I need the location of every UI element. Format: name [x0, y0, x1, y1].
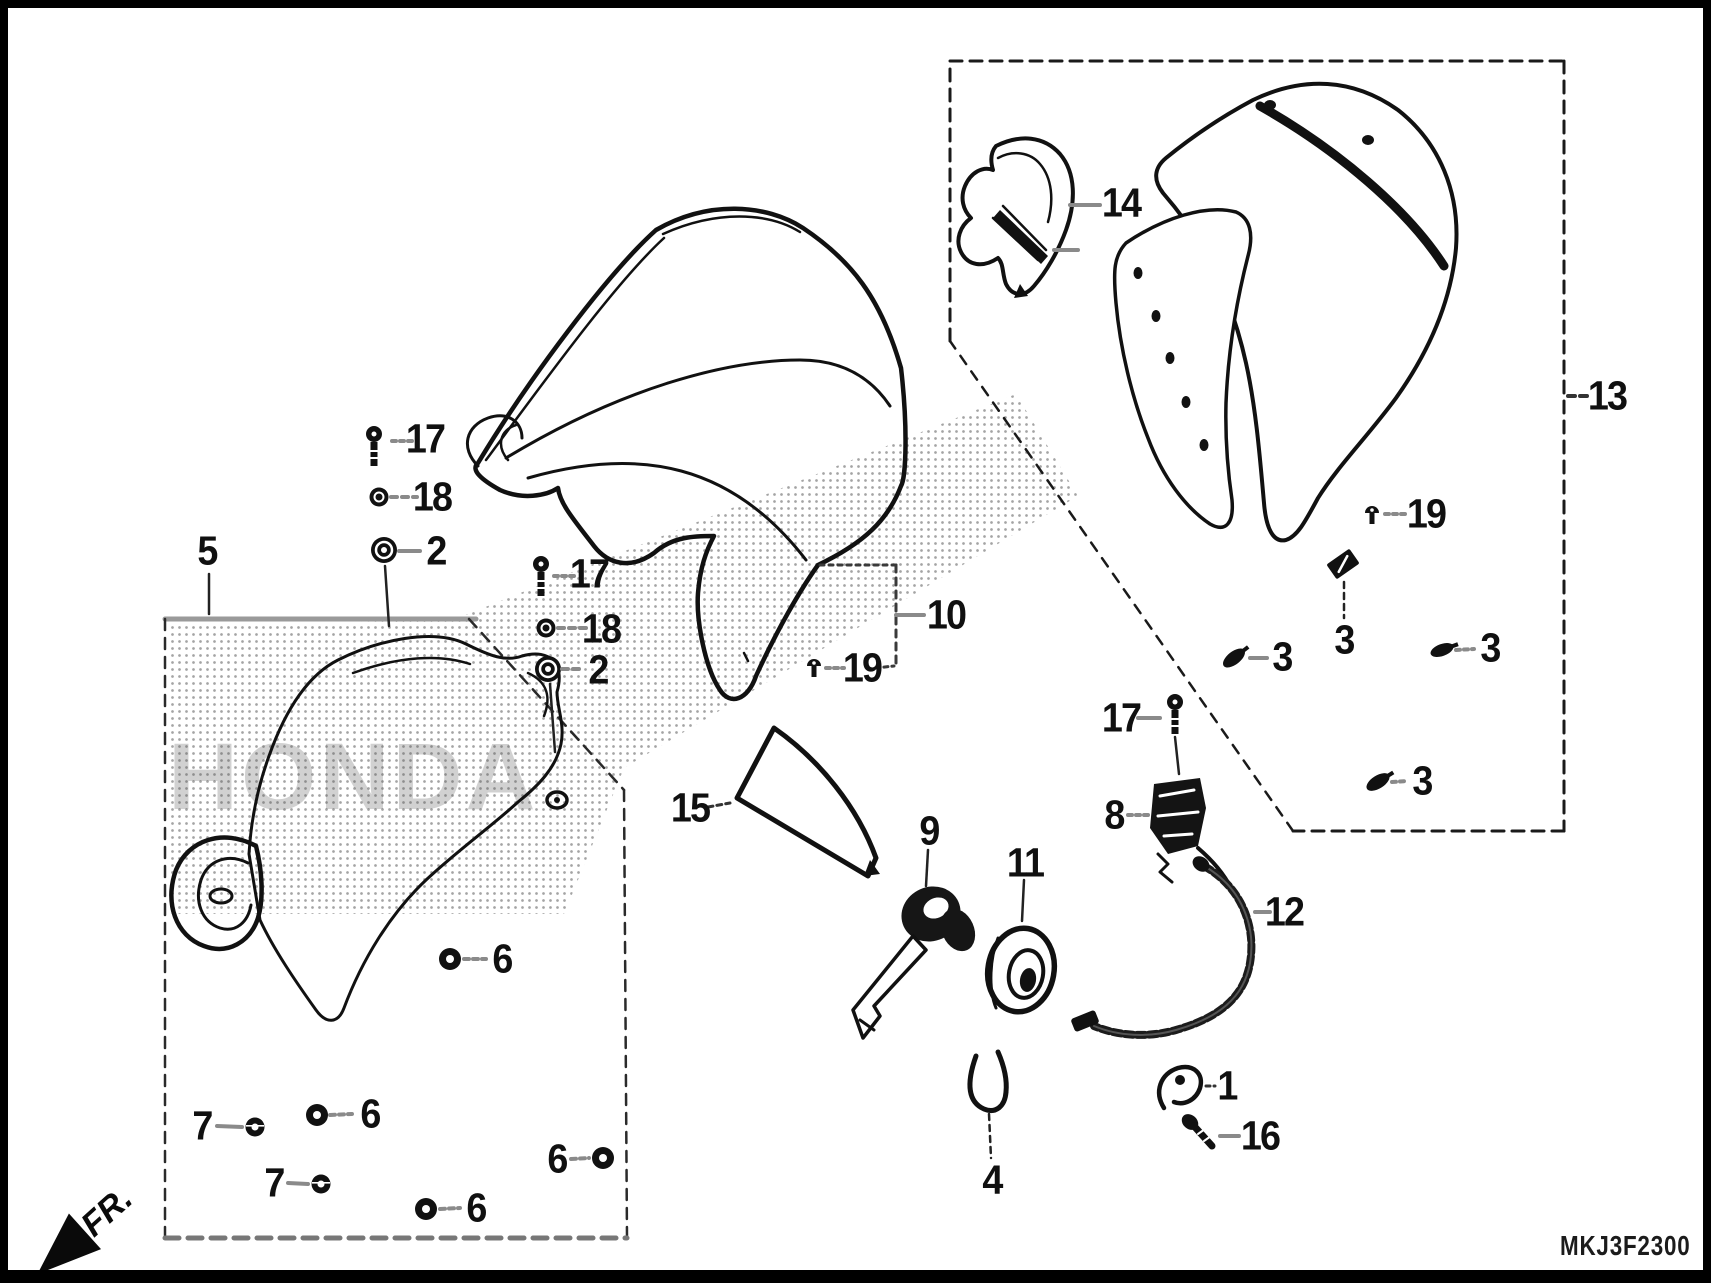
callout-13[interactable]: 13	[1587, 372, 1628, 419]
callout-7[interactable]: 7	[264, 1159, 285, 1206]
callout-3[interactable]: 3	[1412, 757, 1433, 804]
bracket-14-art	[956, 136, 1075, 298]
nut-icon	[369, 487, 556, 638]
leader-lines	[215, 203, 1592, 1211]
callout-5[interactable]: 5	[197, 527, 218, 574]
callout-12[interactable]: 12	[1264, 888, 1305, 935]
diagram-line-art	[162, 59, 1592, 1241]
callout-17[interactable]: 17	[569, 550, 610, 597]
callout-1[interactable]: 1	[1217, 1062, 1238, 1109]
callout-4[interactable]: 4	[982, 1156, 1003, 1203]
left-group-box	[162, 616, 630, 1241]
callout-3[interactable]: 3	[1334, 616, 1355, 663]
callout-18[interactable]: 18	[412, 473, 453, 520]
callout-19[interactable]: 19	[1406, 490, 1447, 537]
callout-7[interactable]: 7	[192, 1102, 213, 1149]
callout-15[interactable]: 15	[670, 784, 711, 831]
callout-17[interactable]: 17	[1101, 694, 1142, 741]
callout-9[interactable]: 9	[919, 807, 940, 854]
screw-16-art	[1181, 1114, 1216, 1150]
callout-8[interactable]: 8	[1104, 791, 1125, 838]
callout-3[interactable]: 3	[1272, 633, 1293, 680]
cable-12-art	[1071, 856, 1256, 1039]
clip-4-art	[967, 1049, 1009, 1113]
rear-cowl-13-art	[1112, 81, 1459, 543]
catch-1-art	[1157, 1064, 1204, 1111]
diagram-code: MKJ3F2300	[1560, 1230, 1691, 1261]
callout-3[interactable]: 3	[1480, 624, 1501, 671]
honda-watermark: HONDA	[168, 724, 539, 830]
callout-17[interactable]: 17	[405, 415, 446, 462]
key-9-art	[851, 886, 976, 1040]
washer-icon	[245, 1117, 331, 1194]
seat-pad-art	[169, 635, 569, 1022]
callout-2[interactable]: 2	[426, 527, 447, 574]
wedge-15-art	[734, 725, 880, 879]
callout-18[interactable]: 18	[581, 605, 622, 652]
grommet-icon	[306, 948, 614, 1220]
clip-nut-icon	[1327, 549, 1359, 579]
callout-14[interactable]: 14	[1101, 179, 1142, 226]
right-group-box	[948, 59, 1566, 833]
callout-6[interactable]: 6	[547, 1135, 568, 1182]
callout-11[interactable]: 11	[1006, 839, 1045, 886]
bolt-icon	[366, 426, 1183, 734]
leader-lines-thin	[207, 564, 1346, 1160]
seat-cowl-art	[466, 206, 908, 702]
lock-collar-11-art	[984, 925, 1058, 1015]
callout-2[interactable]: 2	[588, 646, 609, 693]
callout-10-bracket	[818, 563, 926, 670]
rivet-icon	[1223, 642, 1459, 791]
callout-6[interactable]: 6	[360, 1090, 381, 1137]
callout-16[interactable]: 16	[1240, 1112, 1281, 1159]
pin-icon	[807, 506, 1379, 677]
callout-6[interactable]: 6	[492, 935, 513, 982]
grommet-icon	[371, 537, 561, 682]
callout-6[interactable]: 6	[466, 1184, 487, 1231]
callout-10[interactable]: 10	[926, 591, 967, 638]
callout-19[interactable]: 19	[842, 644, 883, 691]
